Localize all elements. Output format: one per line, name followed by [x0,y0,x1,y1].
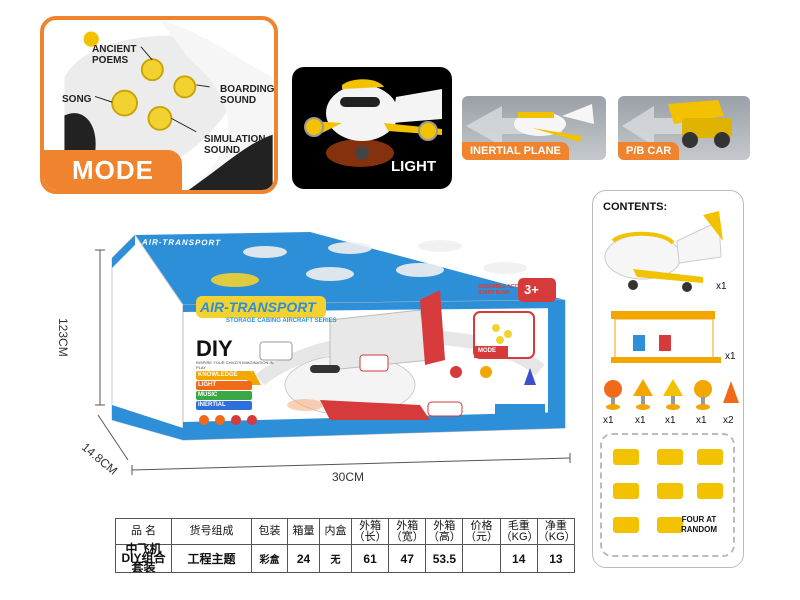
mode-panel: ANCIENT POEMS SONG BOARDING SOUND SIMULA… [40,16,278,194]
qty-sign-2: x1 [635,415,646,426]
qty-sign-1: x1 [603,415,614,426]
contents-items-illustration [604,211,739,533]
assemble-note: ASSEMBLE ACTION START NOW! [478,284,527,296]
spec-header: 净重 （KG） [536,518,576,545]
width-dimension: 30CM [332,470,365,484]
qty-plane: x1 [716,281,727,292]
height-dimension: 123CM [56,318,70,357]
song-button[interactable] [111,89,138,117]
ancient-poems-button[interactable] [140,58,164,82]
spec-header: 外箱 （宽） [388,518,427,545]
spec-value: 13 [536,544,576,573]
boarding-sound-button[interactable] [173,75,197,99]
plane-nose-illustration [64,20,273,190]
spec-value: 中飞机 DIY组合套装 [115,543,172,573]
random-vehicles-box: FOUR AT RANDOM [600,433,735,557]
four-at-random-note: FOUR AT RANDOM [681,515,717,534]
spec-value-row: 中飞机 DIY组合套装 工程主题 彩盒 24 无 61 47 53.5 14 1… [115,543,576,573]
box-brand-title: AIR-TRANSPORT [200,299,316,315]
box-diy: DIY [196,336,233,361]
qty-sign-4: x1 [696,415,707,426]
spec-header: 包装 [251,518,288,545]
mode-mini-label: MODE [478,348,496,354]
light-panel: LIGHT [292,67,452,189]
spec-header: 价格 （元） [462,518,501,545]
age-label: 3+ [524,282,539,297]
qty-station: x1 [725,351,736,362]
spec-header: 内盒 [319,518,352,545]
contents-panel: CONTENTS: [592,190,744,568]
simulation-sound-label: SIMULATION SOUND [204,134,266,156]
contents-title: CONTENTS: [603,201,668,213]
spec-value: 14 [499,544,538,573]
spec-value: 53.5 [425,544,464,573]
tag-knowledge-label: KNOWLEDGE [198,372,238,378]
tag-light [196,381,252,390]
pb-car-icon [622,100,732,148]
spec-value: 61 [350,544,390,573]
inertial-plane-icon [466,104,594,146]
spec-header: 品 名 [115,518,172,545]
box-tagline: INSPIRE YOUR CHILD'S IMAGINATION IN PLAY [196,360,274,370]
inertial-plane-caption: INERTIAL PLANE [462,142,569,160]
qty-cone: x2 [723,415,734,426]
lit-plane-illustration [304,79,442,167]
spec-value: 24 [287,544,320,573]
spec-value: 彩盒 [251,544,288,573]
pb-car-caption: P/B CAR [618,142,680,160]
spec-table: 品 名 货号组成 包装 箱量 内盒 外箱 （长） 外箱 （宽） 外箱 （高） 价… [115,518,576,573]
song-label: SONG [62,94,92,105]
box-top-brand: AIR-TRANSPORT [141,237,222,248]
boarding-sound-label: BOARDING SOUND [220,84,275,106]
box-top-face [135,232,565,305]
tag-inertial [196,401,252,410]
spec-value [462,544,501,573]
tag-light-label: LIGHT [198,382,216,388]
spec-header: 货号组成 [171,518,252,545]
ancient-poems-label: ANCIENT POEMS [92,44,137,66]
tag-music-label: MUSIC [198,392,218,398]
age-badge [518,278,556,302]
spec-header-row: 品 名 货号组成 包装 箱量 内盒 外箱 （长） 外箱 （宽） 外箱 （高） 价… [115,518,576,545]
pb-car-tile: P/B CAR [618,96,750,160]
tag-inertial-label: INERTIAL [198,402,226,408]
spec-value: 47 [388,544,427,573]
tag-knowledge [196,371,252,380]
spec-header: 箱量 [287,518,320,545]
tag-music [196,391,252,400]
spec-value: 无 [319,544,352,573]
spec-value: 工程主题 [171,544,252,573]
spec-header: 外箱 （高） [425,518,464,545]
inertial-plane-tile: INERTIAL PLANE [462,96,606,160]
light-label: LIGHT [391,158,436,175]
mode-tab: MODE [44,150,182,190]
qty-sign-3: x1 [665,415,676,426]
spec-header: 外箱 （长） [350,518,390,545]
box-subtitle: STORAGE CABING AIRCRAFT SERIES [226,318,337,324]
spec-header: 毛重 （KG） [499,518,539,545]
